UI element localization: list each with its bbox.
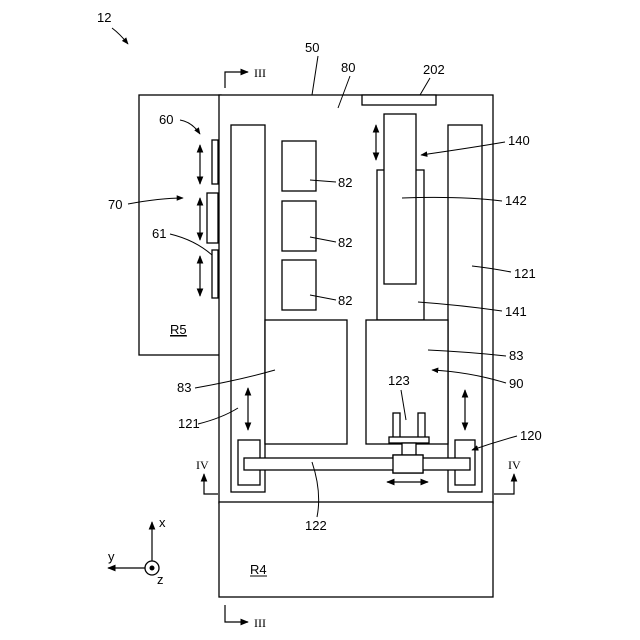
column-121-left <box>231 125 265 492</box>
stage-83-left <box>265 320 347 444</box>
label-50: 50 <box>305 40 319 55</box>
label-80: 80 <box>341 60 355 75</box>
axis-y-label: y <box>108 549 115 564</box>
label-140: 140 <box>508 133 530 148</box>
label-82-1: 82 <box>338 175 352 190</box>
section-iii-bottom-marker <box>225 605 248 622</box>
label-141: 141 <box>505 304 527 319</box>
label-123: 123 <box>388 373 410 388</box>
item-82-1 <box>282 141 316 191</box>
label-122: 122 <box>305 518 327 533</box>
gripper-finger-right <box>418 413 425 439</box>
figure-number-label: 12 <box>97 10 111 25</box>
section-iv-right-marker <box>494 474 514 494</box>
section-iv-left-label: IV <box>196 458 209 472</box>
section-iv-right-label: IV <box>508 458 521 472</box>
label-121-left: 121 <box>178 416 200 431</box>
label-83-right: 83 <box>509 348 523 363</box>
figure-leader <box>112 28 128 44</box>
section-iii-top-marker <box>225 72 248 88</box>
label-90: 90 <box>509 376 523 391</box>
rail-122 <box>244 458 470 470</box>
axis-x-label: x <box>159 515 166 530</box>
plate-60-bottom <box>212 250 218 298</box>
section-iii-bottom-label: III <box>254 616 266 630</box>
gripper-finger-left <box>393 413 400 439</box>
label-83-left: 83 <box>177 380 191 395</box>
label-121-right: 121 <box>514 266 536 281</box>
label-60: 60 <box>159 112 173 127</box>
region-r4-label: R4 <box>250 562 267 577</box>
label-202: 202 <box>423 62 445 77</box>
region-r5-label: R5 <box>170 322 187 337</box>
label-142: 142 <box>505 193 527 208</box>
leader-50 <box>312 56 318 95</box>
axis-z-label: z <box>157 572 164 587</box>
rail-slider <box>393 455 423 473</box>
section-iii-top-label: III <box>254 66 266 80</box>
label-82-3: 82 <box>338 293 352 308</box>
region-r4 <box>219 502 493 597</box>
part-142 <box>384 114 416 284</box>
part-202 <box>362 95 436 105</box>
item-82-2 <box>282 201 316 251</box>
plate-61 <box>207 193 218 243</box>
leader-202 <box>420 78 430 95</box>
plate-60-top <box>212 140 218 184</box>
column-121-right <box>448 125 482 492</box>
gripper-bar <box>389 437 429 443</box>
label-70: 70 <box>108 197 122 212</box>
axis-z-dot <box>150 566 155 571</box>
section-iv-left-marker <box>204 474 218 494</box>
item-82-3 <box>282 260 316 310</box>
label-61: 61 <box>152 226 166 241</box>
label-82-2: 82 <box>338 235 352 250</box>
label-120: 120 <box>520 428 542 443</box>
gripper-neck <box>402 443 416 456</box>
